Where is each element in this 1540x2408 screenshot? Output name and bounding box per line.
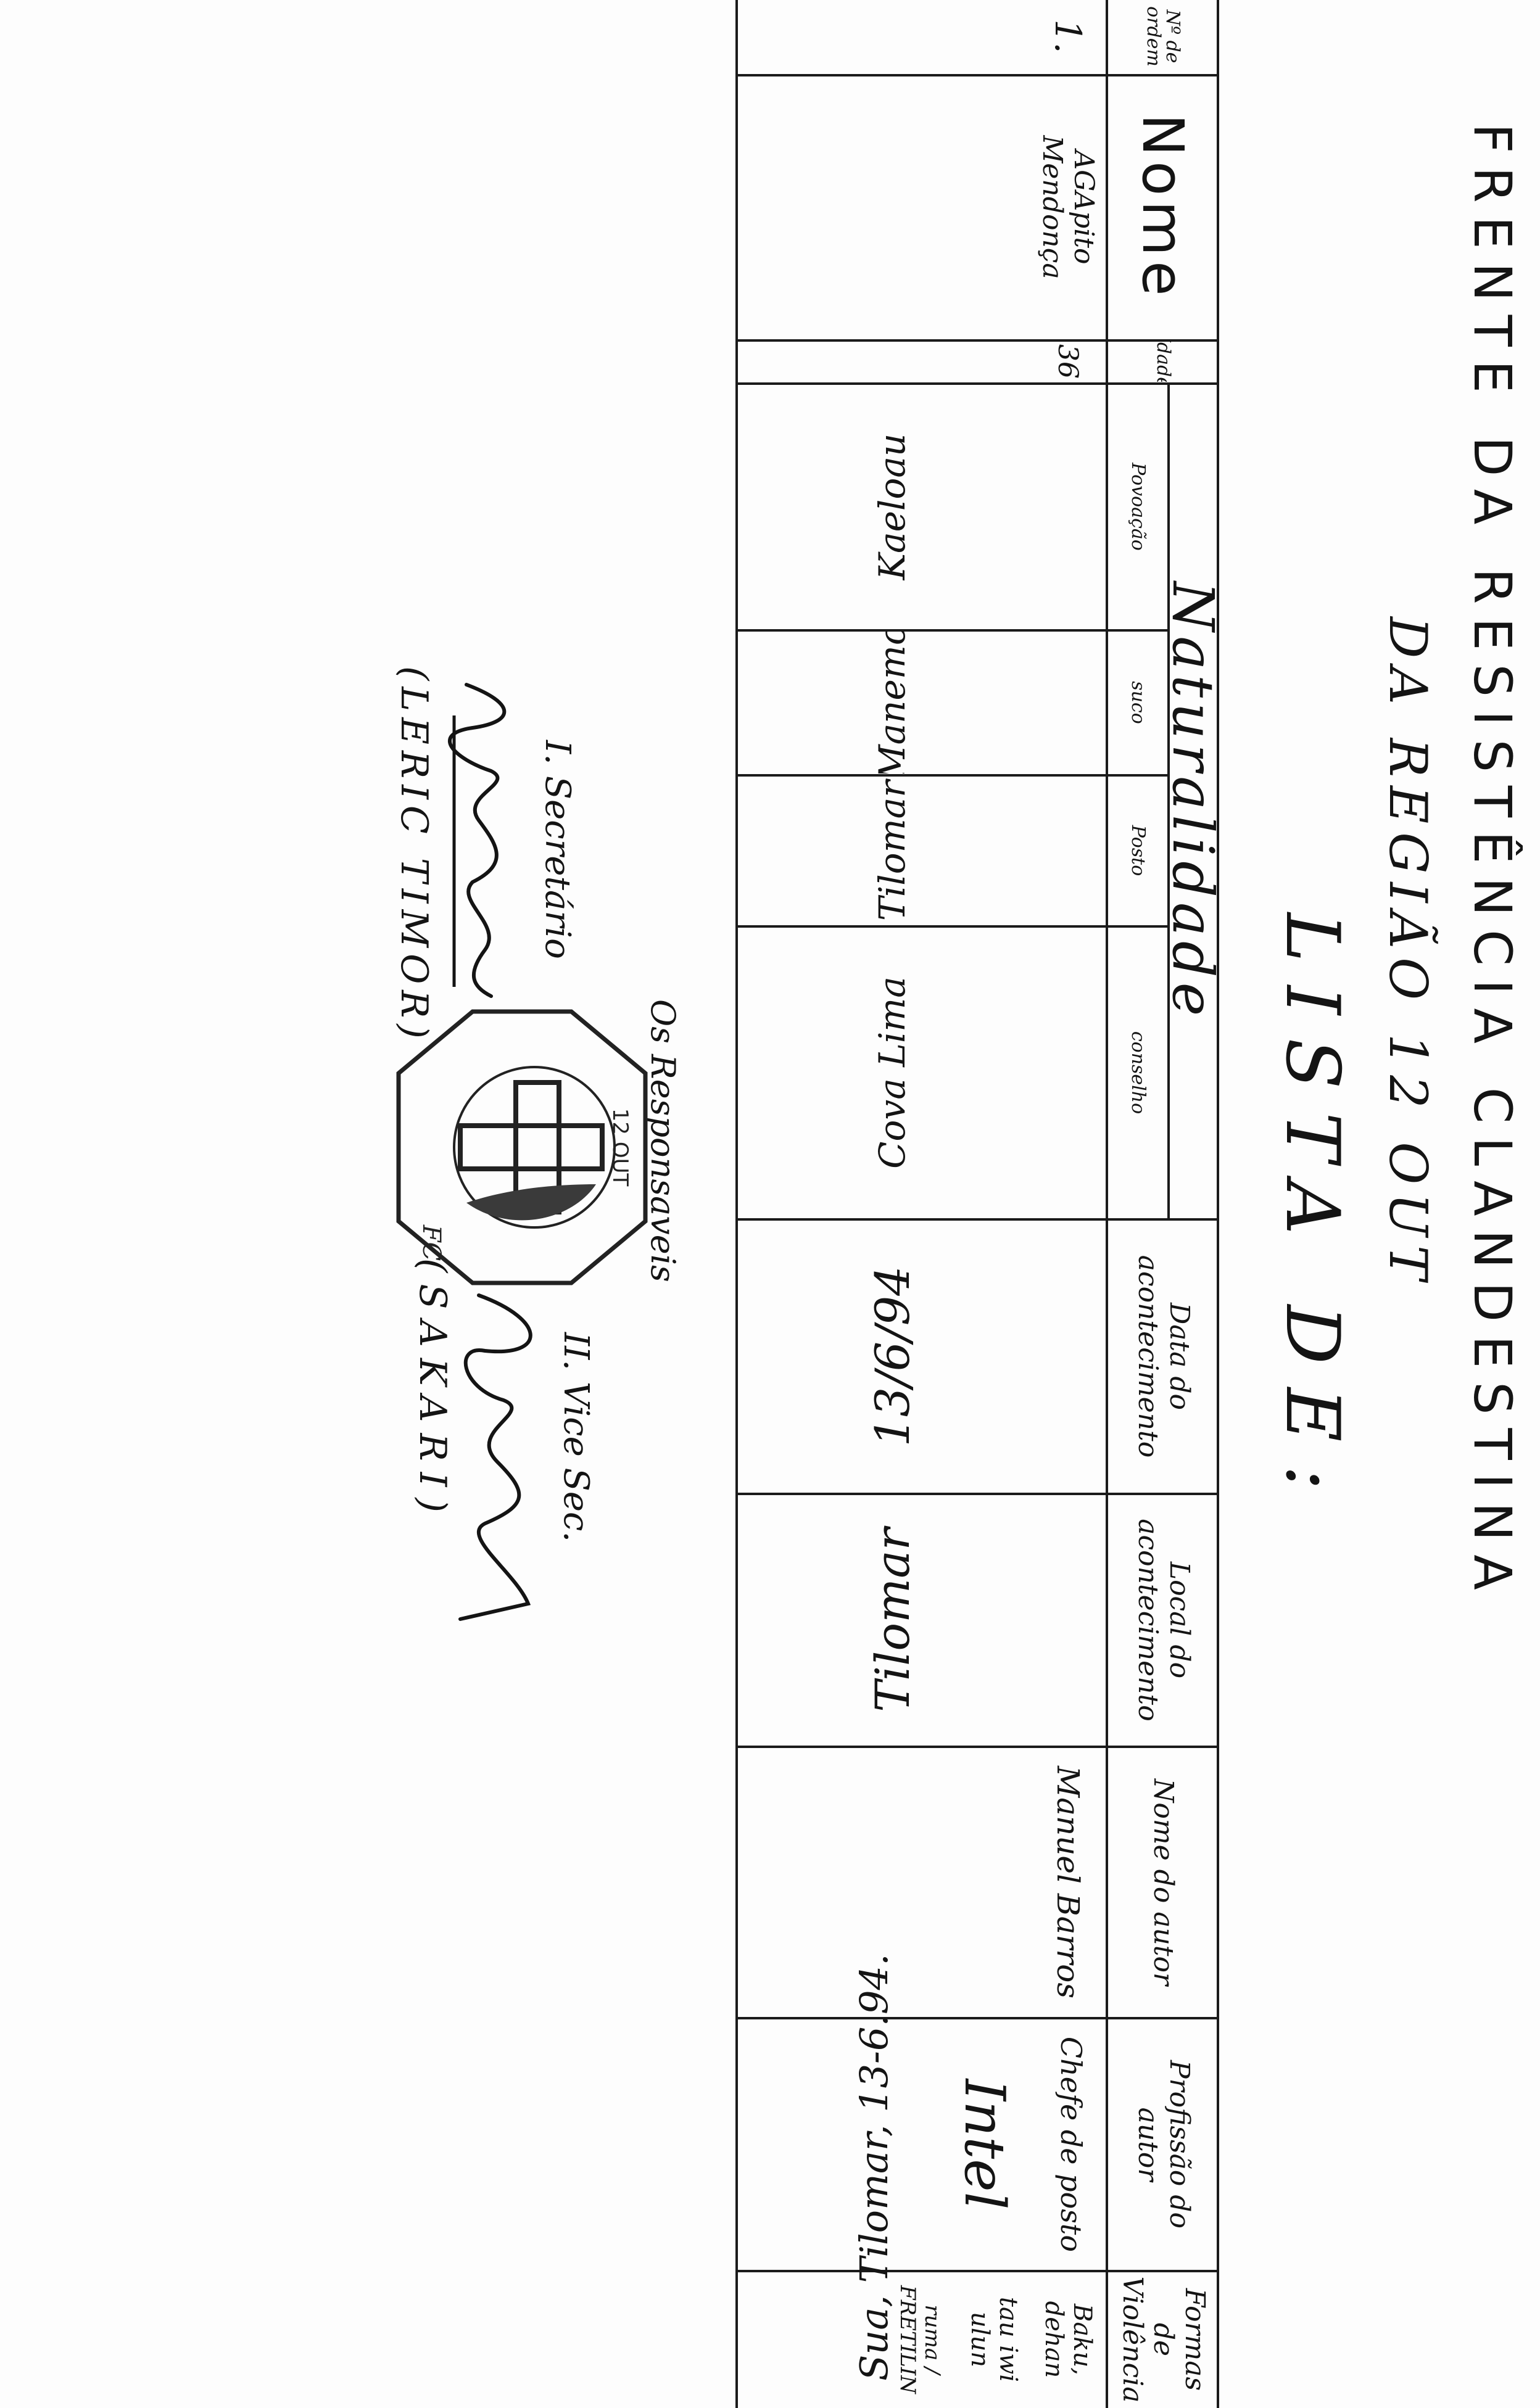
secretario-label: I. Secretário [537,740,578,959]
cell-conselho: Cova Lima [871,976,913,1169]
cell-povoacao: Kaeloau [871,433,913,580]
cell-local: Tilomar [864,1528,920,1712]
table-top-border [1217,0,1219,2408]
naturalidade-subheader-line [1167,382,1170,1218]
cell-profissao-line1: Chefe de posto [1054,2036,1088,2253]
cell-data: 13/6/94 [864,1266,920,1447]
header-local-acontecimento: Local do acontecimento [1132,1519,1195,1721]
stamp-initials: FC [417,1224,445,1261]
header-nome-autor: Nome do autor [1148,1778,1180,1986]
table-bottom-border [735,0,738,2408]
header-posto: Posto [1127,825,1149,876]
header-suco: suco [1127,681,1149,724]
header-divider [1106,0,1108,2408]
header-formas-violencia: Formas de Violência [1116,2276,1211,2403]
header-data-acontecimento: Data do acontecimento [1132,1255,1195,1458]
header-profissao-autor: Profissão do autor [1132,2060,1195,2229]
violence-report-table: Nº de ordem Nome Idade Naturalidade Povo… [726,0,1540,2408]
stamp-text: 12 OUT [608,1108,632,1187]
secretario-name: (LERIC TIMOR) [392,666,436,1045]
header-povoacao: Povoação [1127,463,1149,551]
secretario-signature [448,683,507,998]
cell-no: 1. [1047,19,1089,54]
cell-formas-line2: tau iwi ulun [966,2296,1022,2383]
vice-secretario-name: (SAKARI) [411,1258,454,1524]
header-no-ordem: Nº de ordem [1143,6,1184,67]
vice-secretario-label: II. Vice Sec. [556,1332,596,1543]
header-idade: Idade [1152,341,1174,382]
place-date: Sua, Tilomar, 13-6.94. [851,1953,896,2381]
cell-suco: Manemo [871,632,913,773]
header-naturalidade: Naturalidade [1170,581,1216,1021]
cell-nome: AGApito Mendonça [1037,135,1099,279]
cell-posto: Tilomar [871,780,913,922]
cell-formas-line1: Baku, dehan [1040,2301,1096,2378]
header-conselho: conselho [1127,1031,1149,1115]
place-date-block: Sua, Tilomar, 13-6.94. [851,1953,896,2381]
vice-secretario-signature [458,1293,532,1621]
cell-nome-autor: Manuel Barros [1050,1765,1086,1998]
cell-idade: 36 [1052,344,1084,379]
organization-stamp: 12 OUT FC [396,1009,648,1285]
header-nome: Nome [1130,113,1196,301]
cell-profissao-line2: Intel [952,2079,1017,2210]
